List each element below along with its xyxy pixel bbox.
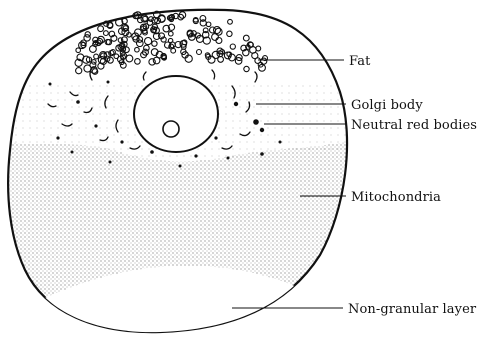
fat-droplet <box>228 19 233 24</box>
fat-droplet <box>90 46 97 53</box>
fat-droplet <box>212 34 219 41</box>
fat-droplet <box>135 59 141 65</box>
fat-droplet <box>76 68 82 74</box>
fat-droplet <box>152 41 157 46</box>
fat-droplet <box>243 35 249 41</box>
fat-droplet <box>197 50 202 55</box>
fat-droplet <box>135 47 140 52</box>
fat-droplet <box>230 44 235 49</box>
fat-droplet <box>185 55 192 62</box>
fat-droplet <box>229 54 236 61</box>
fat-droplet <box>244 66 249 71</box>
label-fat: Fat <box>349 55 370 68</box>
fat-droplet <box>149 17 154 22</box>
fat-droplet <box>169 31 174 36</box>
fat-droplet <box>259 64 266 71</box>
fat-droplet <box>171 48 176 53</box>
fat-droplet <box>200 20 206 26</box>
fat-droplet <box>98 26 104 32</box>
label-neutral-red-bodies: Neutral red bodies <box>351 119 477 132</box>
label-non-granular-layer: Non-granular layer <box>348 303 476 316</box>
fat-droplet <box>76 48 81 53</box>
fat-droplet <box>261 58 267 64</box>
fat-droplet <box>114 54 119 59</box>
fat-droplets <box>75 11 268 74</box>
nucleolus <box>163 121 179 137</box>
fat-droplet <box>104 31 109 36</box>
fat-droplet <box>153 57 160 64</box>
fat-droplet <box>206 22 211 27</box>
label-mitochondria: Mitochondria <box>351 191 441 204</box>
fat-droplet <box>94 54 99 59</box>
fat-droplet <box>145 38 152 45</box>
fat-droplet <box>137 40 144 47</box>
fat-droplet <box>227 31 232 36</box>
nucleus <box>134 76 218 152</box>
fat-droplet <box>149 59 155 65</box>
label-golgi-body: Golgi body <box>351 99 423 112</box>
fat-droplet <box>212 51 219 58</box>
fat-droplet <box>256 46 261 51</box>
fat-droplet <box>214 27 221 34</box>
